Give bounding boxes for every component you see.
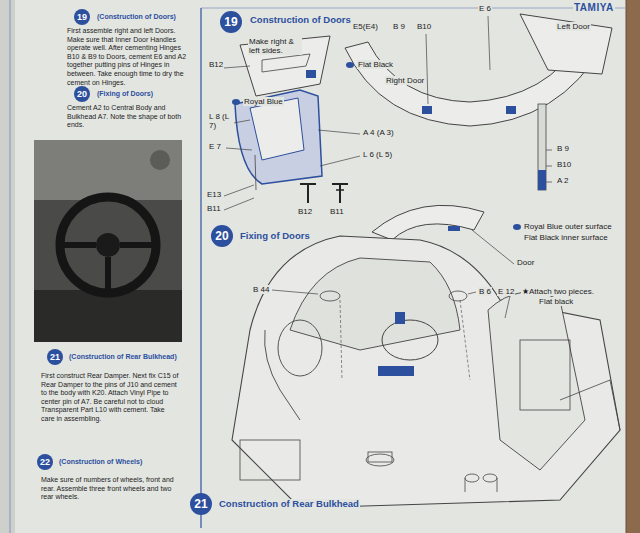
step-number: 22 <box>40 457 50 467</box>
part-label: E 6 <box>478 4 492 13</box>
part-label: L 8 (L 7) <box>208 112 234 130</box>
part-label: B12 <box>208 60 224 69</box>
part-label: E 7 <box>208 142 222 151</box>
part-label: B 9 <box>556 144 570 153</box>
part-label: B10 <box>556 160 572 169</box>
part-label: A 2 <box>556 176 570 185</box>
instruction-text: Make sure of numbers of wheels, front an… <box>40 476 180 502</box>
step-number-circle: 21 <box>190 493 212 515</box>
part-label: Flat Black inner surface <box>523 233 609 242</box>
step-number-circle: 20 <box>74 86 90 102</box>
step-number-circle: 22 <box>37 454 53 470</box>
part-label: A 4 (A 3) <box>362 128 395 137</box>
part-label: B 9 <box>392 22 406 31</box>
step-number: 21 <box>50 352 60 362</box>
part-label: Door <box>516 258 535 267</box>
part-label: L 6 (L 5) <box>362 150 393 159</box>
brand-logo: TAMIYA <box>573 2 615 14</box>
part-label: Royal Blue outer surface <box>523 222 613 231</box>
step-number: 20 <box>77 89 87 99</box>
section-title: Construction of Rear Bulkhead <box>218 499 360 510</box>
part-label: B12 <box>297 207 313 216</box>
step-number-circle: 19 <box>220 11 242 33</box>
part-label: E13 <box>206 190 222 199</box>
instruction-text: First assemble right and left Doors. Mak… <box>66 27 194 87</box>
step-number: 20 <box>215 229 228 243</box>
step-heading: (Construction of Rear Bulkhead) <box>68 353 178 361</box>
step-number-circle: 21 <box>47 349 63 365</box>
step-number-circle: 19 <box>74 9 90 25</box>
part-label: B11 <box>206 204 222 213</box>
step-heading: (Construction of Doors) <box>96 13 177 21</box>
instruction-text: First construct Rear Damper. Next fix C1… <box>40 372 180 424</box>
part-label: Royal Blue <box>243 97 284 106</box>
part-label: B11 <box>329 207 345 216</box>
part-label: Flat black <box>538 297 574 306</box>
part-label: E5(E4) <box>352 22 379 31</box>
part-label: Flat Black <box>357 60 394 69</box>
section-title: Construction of Doors <box>249 15 352 26</box>
step-number-circle: 20 <box>211 225 233 247</box>
part-label: E 12 <box>497 287 515 296</box>
section-title: Fixing of Doors <box>239 231 311 242</box>
part-label: ★Attach two pieces. <box>521 287 595 296</box>
step-number: 21 <box>194 497 207 511</box>
step-heading: (Fixing of Doors) <box>96 90 154 98</box>
part-label: B 6 <box>478 287 492 296</box>
step-number: 19 <box>77 12 87 22</box>
part-label: B 44 <box>252 285 270 294</box>
part-label: B10 <box>416 22 432 31</box>
part-label: Make right & left sides. <box>248 37 302 55</box>
step-heading: (Construction of Wheels) <box>58 458 143 466</box>
step-number: 19 <box>224 15 237 29</box>
instruction-text: Cement A2 to Central Body and Bulkhead A… <box>66 104 194 130</box>
part-label: Right Door <box>385 76 425 85</box>
part-label: Left Door <box>556 22 591 31</box>
